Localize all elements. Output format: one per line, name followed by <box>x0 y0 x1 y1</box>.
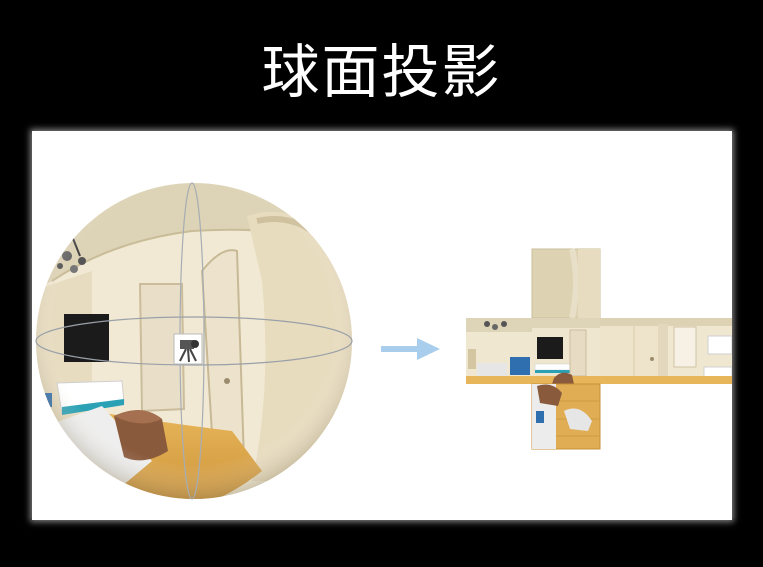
spherical-image <box>35 182 353 500</box>
cube-face-top <box>531 248 601 319</box>
diagram-canvas <box>35 182 732 500</box>
slide-title: 球面投影 <box>261 38 502 106</box>
cube-face-bottom <box>531 383 601 450</box>
cube-face-front <box>532 318 600 384</box>
right-arrow-icon <box>381 338 440 360</box>
cube-face-back <box>668 318 732 384</box>
camera-on-tripod-icon <box>173 333 203 365</box>
cube-face-right <box>600 318 668 384</box>
diagram-panel <box>32 131 732 520</box>
cube-map <box>466 248 732 450</box>
cube-face-left <box>466 318 532 384</box>
sphere-equator-line <box>35 316 353 366</box>
